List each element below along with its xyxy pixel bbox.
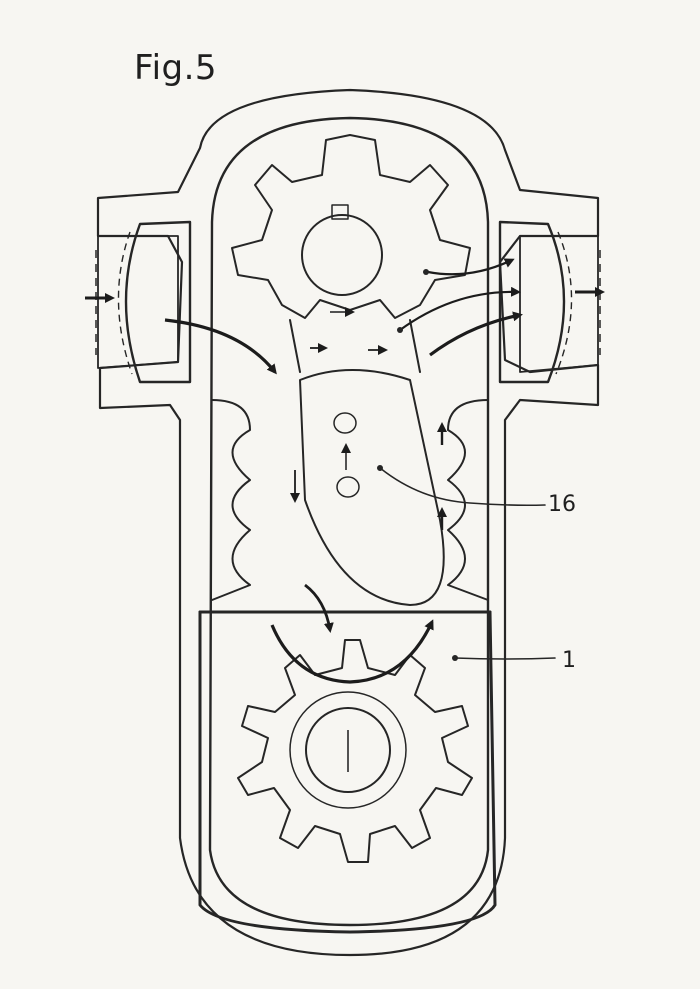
leader-dot-1 [452, 655, 458, 661]
outlet-side-chamber [500, 222, 564, 382]
leader-dot-16 [377, 465, 383, 471]
right-lobe-wall [448, 400, 488, 600]
lower-gear-rotor [238, 640, 472, 862]
left-lobe-wall [212, 400, 250, 600]
flow-arrows [85, 260, 602, 772]
partition-vane-16 [300, 370, 444, 605]
reference-numeral-16: 16 [548, 492, 576, 517]
upper-gear-rotor [232, 135, 470, 318]
internal-cavity [210, 118, 488, 925]
outlet-flow-arrow-lower [430, 315, 520, 355]
lower-cycle-arrow [272, 622, 432, 682]
leader-line-16 [380, 468, 545, 505]
inlet-port-channel [98, 236, 178, 368]
lower-inflow-arrow [305, 585, 330, 630]
outlet-flow-dot-lower [397, 327, 403, 333]
inlet-flow-arrow [165, 320, 275, 372]
vane-pin-lower [337, 477, 359, 497]
vane-pin-upper [334, 413, 356, 433]
reference-numeral-1: 1 [562, 648, 576, 673]
outlet-flow-dot-upper [423, 269, 429, 275]
